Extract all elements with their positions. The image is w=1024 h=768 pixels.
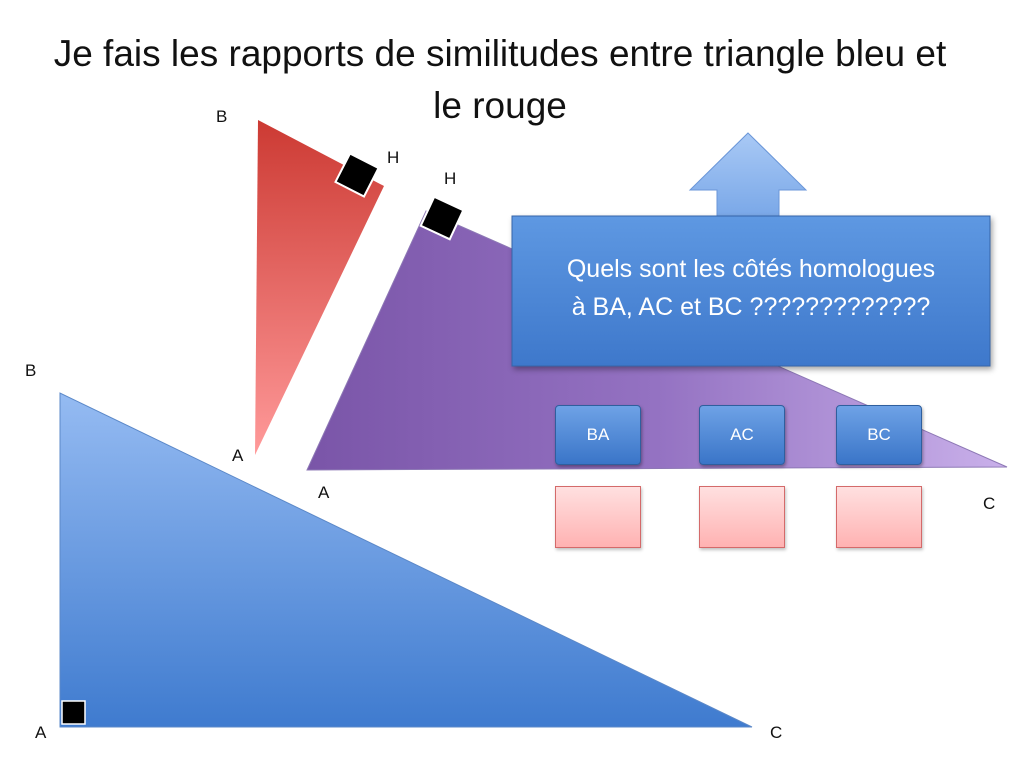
side-box-bc: BC: [836, 405, 922, 465]
purple-label-a: A: [318, 483, 330, 502]
red-right-angle-marker: [334, 152, 380, 198]
callout-box: [511, 215, 991, 367]
answer-box-ba[interactable]: [555, 486, 641, 548]
red-label-a: A: [232, 446, 244, 465]
purple-right-angle-marker: [419, 195, 465, 241]
callout-line-1: Quels sont les côtés homologues: [566, 255, 936, 283]
red-label-h: H: [387, 148, 400, 167]
callout-text: Quels sont les côtés homologues à BA, AC…: [512, 250, 990, 326]
blue-label-a: A: [35, 723, 47, 742]
answer-box-ac[interactable]: [699, 486, 785, 548]
blue-label-b: B: [25, 361, 37, 380]
blue-label-c: C: [770, 723, 783, 742]
purple-label-h: H: [444, 169, 457, 188]
side-box-ac: AC: [699, 405, 785, 465]
red-triangle: [255, 120, 384, 455]
blue-right-angle-marker: [61, 700, 86, 725]
up-arrow-icon: [688, 132, 808, 217]
blue-triangle: [59, 392, 753, 728]
answer-box-bc[interactable]: [836, 486, 922, 548]
callout-line-2: à BA, AC et BC ?????????????: [571, 293, 931, 321]
red-label-b: B: [216, 107, 228, 126]
slide-title: Je fais les rapports de similitudes entr…: [53, 33, 947, 126]
purple-label-c: C: [983, 494, 996, 513]
side-box-ba: BA: [555, 405, 641, 465]
